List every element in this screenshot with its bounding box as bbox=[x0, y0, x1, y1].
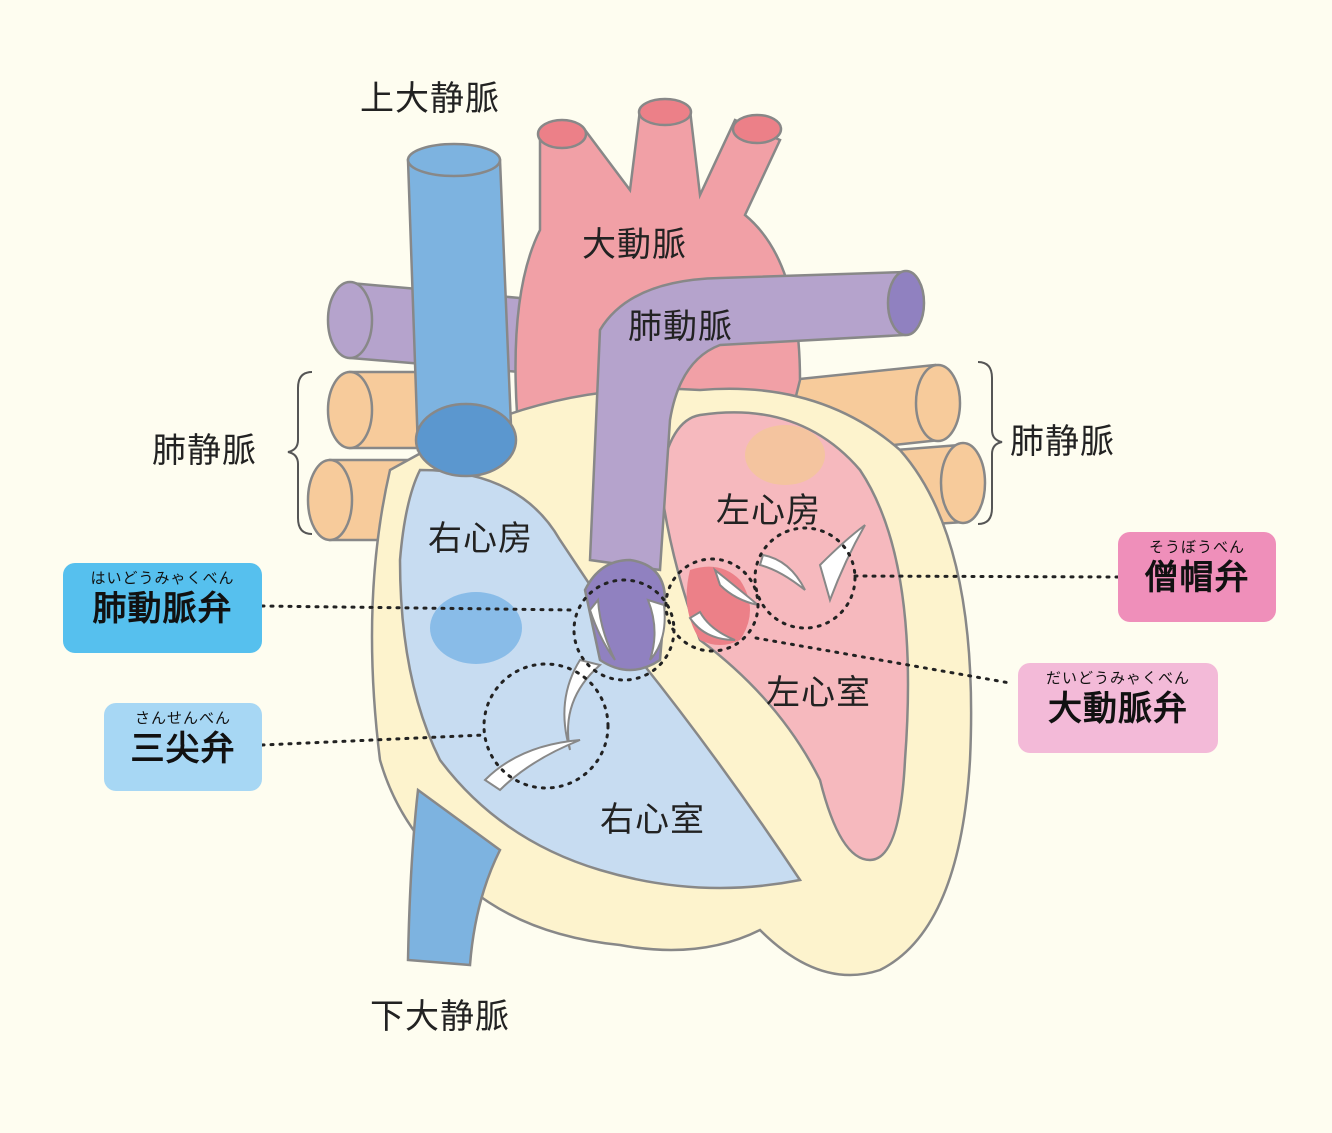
label-pulmonary-vein-right: 肺静脈 bbox=[1010, 422, 1115, 462]
label-pulmonary-vein-left: 肺静脈 bbox=[152, 431, 257, 471]
label-aorta: 大動脈 bbox=[582, 225, 687, 265]
label-superior-vena-cava: 上大静脈 bbox=[360, 79, 500, 119]
left-atrium-vein-opening bbox=[745, 425, 825, 485]
leader-lines bbox=[260, 574, 1120, 747]
valve-highlight-circles bbox=[482, 526, 857, 790]
tricuspid-valve-ruby: さんせんべん bbox=[134, 709, 231, 727]
pulmonary-valve-box: はいどうみゃくべん 肺動脈弁 bbox=[63, 563, 262, 653]
mitral-valve-name: 僧帽弁 bbox=[1144, 558, 1250, 598]
pulmonary-valve-ruby: はいどうみゃくべん bbox=[90, 569, 235, 587]
tricuspid-valve-name: 三尖弁 bbox=[130, 729, 236, 769]
label-left-atrium: 左心房 bbox=[716, 491, 821, 531]
label-right-ventricle: 右心室 bbox=[600, 800, 705, 840]
aortic-valve-ruby: だいどうみゃくべん bbox=[1045, 669, 1190, 687]
pulmonary-vein-braces bbox=[287, 361, 1003, 535]
label-left-ventricle: 左心室 bbox=[766, 673, 871, 713]
mitral-valve-box: そうぼうべん 僧帽弁 bbox=[1118, 532, 1276, 622]
pulmonary-valve-name: 肺動脈弁 bbox=[92, 589, 233, 629]
mitral-valve-ruby: そうぼうべん bbox=[1148, 538, 1245, 556]
label-pulmonary-artery: 肺動脈 bbox=[628, 307, 733, 347]
aortic-valve-name: 大動脈弁 bbox=[1048, 689, 1188, 729]
left-heart-chambers bbox=[658, 411, 910, 862]
label-inferior-vena-cava: 下大静脈 bbox=[370, 997, 510, 1037]
label-right-atrium: 右心房 bbox=[428, 519, 533, 559]
valve-leaflets bbox=[483, 524, 866, 792]
tricuspid-valve-box: さんせんべん 三尖弁 bbox=[104, 703, 262, 791]
aortic-valve-box: だいどうみゃくべん 大動脈弁 bbox=[1018, 663, 1218, 753]
